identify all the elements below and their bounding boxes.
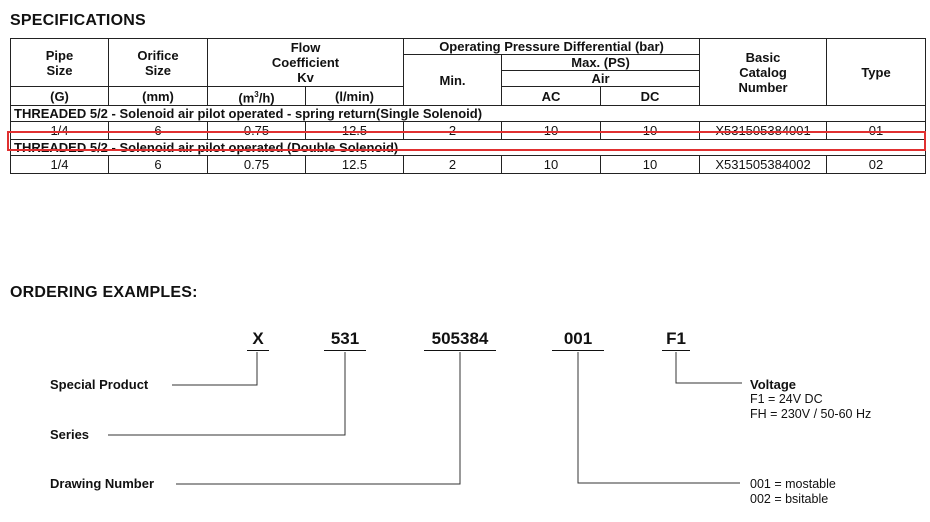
label-special-product: Special Product <box>50 377 149 392</box>
cell-kv-lmin: 12.5 <box>304 121 405 141</box>
specifications-table: Pipe Size Orifice Size Flow Coefficient … <box>9 37 927 175</box>
label-series: Series <box>50 427 90 442</box>
unit-pipe: (G) <box>10 85 109 107</box>
voltage-legend: Voltage F1 = 24V DC FH = 230V / 50-60 Hz <box>750 377 871 422</box>
header-pipe-size: Pipe Size <box>10 38 109 87</box>
specifications-title: SPECIFICATIONS <box>10 12 146 29</box>
header-type: Type <box>826 37 927 107</box>
voltage-title: Voltage <box>750 377 796 392</box>
header-ac: AC <box>501 85 602 107</box>
unit-lmin: (l/min) <box>304 85 405 107</box>
header-operating-pressure: Operating Pressure Differential (bar) <box>403 38 701 55</box>
voltage-line-fh: FH = 230V / 50-60 Hz <box>750 407 872 421</box>
voltage-line-f1: F1 = 24V DC <box>750 392 823 406</box>
cell-type: 02 <box>826 155 927 175</box>
table-row: 1/4 6 0.75 12.5 2 10 10 X531505384002 02 <box>10 155 927 175</box>
table-row: 1/4 6 0.75 12.5 2 10 10 X531505384001 01 <box>10 121 927 141</box>
header-flow-coefficient: Flow Coefficient Kv <box>206 38 405 87</box>
cell-catalog: X531505384001 <box>699 121 828 141</box>
unit-orifice: (mm) <box>108 85 208 107</box>
header-air: Air <box>501 70 701 87</box>
code-special: X <box>247 329 269 351</box>
section-title-single: THREADED 5/2 - Solenoid air pilot operat… <box>9 105 927 123</box>
code-stable: 001 <box>552 329 604 351</box>
ordering-examples-title: ORDERING EXAMPLES: <box>10 284 198 301</box>
cell-kv-lmin: 12.5 <box>304 155 405 175</box>
header-max: Max. (PS) <box>501 54 701 71</box>
unit-m3h: (m3/h) <box>207 85 306 107</box>
code-voltage: F1 <box>662 329 690 351</box>
stable-legend: 001 = mostable 002 = bsitable <box>750 477 836 507</box>
code-drawing: 505384 <box>424 329 496 351</box>
cell-dc: 10 <box>600 155 701 175</box>
stable-line-001: 001 = mostable <box>750 477 836 491</box>
label-drawing-number: Drawing Number <box>50 476 155 491</box>
cell-kv-m3h: 0.75 <box>207 121 306 141</box>
cell-orifice: 6 <box>108 155 208 175</box>
header-catalog-number: Basic Catalog Number <box>699 37 828 107</box>
cell-ac: 10 <box>501 121 602 141</box>
cell-pipe: 1/4 <box>10 121 109 141</box>
stable-line-002: 002 = bsitable <box>750 492 829 506</box>
code-series: 531 <box>324 329 366 351</box>
header-dc: DC <box>600 85 701 107</box>
cell-kv-m3h: 0.75 <box>207 155 306 175</box>
